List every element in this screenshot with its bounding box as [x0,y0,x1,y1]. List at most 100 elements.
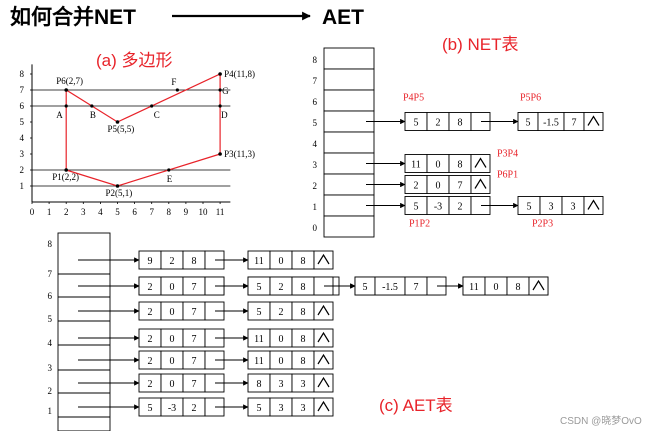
aet-bucket-label: 8 [48,239,53,249]
net-bucket-label: 0 [313,223,318,233]
y-tick-label: 2 [20,165,25,175]
intersection-label: B [90,110,96,120]
vertex-label: P3(11,3) [224,149,255,159]
node-value: 3 [571,202,576,213]
caption-a: (a) 多边形 [96,51,173,70]
intersection-dot [64,104,68,108]
heading-right: AET [322,6,364,29]
node-value: 8 [301,282,306,293]
node-value: 8 [192,256,197,267]
edge-label: P4P5 [403,93,424,104]
intersection-label: A [56,110,63,120]
watermark: CSDN @晓梦OvO [560,415,642,427]
node-value: 2 [279,282,284,293]
node-pointer-cell [313,397,334,417]
node-pointer-cell [313,250,334,270]
x-tick-label: 8 [167,207,172,217]
node-value: 2 [414,181,419,192]
edge-label: P5P6 [520,93,541,104]
node-value: 2 [148,307,153,318]
null-pointer-icon [474,178,487,189]
vertex-dot [218,72,222,76]
node-pointer-cell [528,276,549,296]
node-value: 3 [549,202,554,213]
node-value: 7 [572,118,577,129]
null-pointer-icon [317,253,330,265]
node-value: 11 [411,160,421,171]
node-value: 2 [170,256,175,267]
x-tick-label: 9 [184,207,189,217]
node-value: 5 [363,282,368,293]
node-pointer-cell [470,175,491,194]
intersection-label: D [221,110,228,120]
net-bucket-label: 1 [313,202,318,212]
x-tick-label: 10 [199,207,209,217]
y-tick-label: 1 [20,181,25,191]
intersection-dot [167,168,171,172]
y-tick-label: 3 [20,149,25,159]
node-value: 2 [458,202,463,213]
node-value: 0 [170,282,175,293]
node-value: 8 [516,282,521,293]
node-value: 0 [279,334,284,345]
vertex-label: P5(5,5) [108,124,135,134]
x-tick-label: 7 [149,207,154,217]
aet-table: 8765432192811082073-1.5772811082075285-1… [48,232,549,431]
null-pointer-icon [587,115,600,126]
node-value: 2 [148,356,153,367]
node-pointer-cell [313,350,334,370]
node-value: 2 [148,379,153,390]
x-tick-label: 1 [47,207,52,217]
vertex-dot [115,184,120,188]
y-tick-label: 7 [20,85,25,95]
vertex-label: P6(2,7) [56,76,83,86]
list-node: 5 2 8 [247,276,334,296]
edge-label: P3P4 [497,149,518,160]
intersection-dot [218,104,222,108]
intersection-label: C [154,110,160,120]
node-value: 2 [148,282,153,293]
node-value: 5 [257,282,262,293]
node-value: 8 [458,118,463,129]
node-value: 5 [414,118,419,129]
net-bucket [323,68,375,91]
aet-bucket-label: 2 [48,386,53,396]
node-value: 8 [301,334,306,345]
node-value: 11 [254,256,264,267]
net-bucket [323,131,375,154]
node-pointer-cell [583,196,604,215]
node-value: 8 [301,256,306,267]
node-value: 0 [170,379,175,390]
null-pointer-icon [317,304,330,316]
node-value: 0 [279,356,284,367]
node-value: 8 [458,160,463,171]
node-value: 7 [414,282,419,293]
net-bucket-label: 2 [313,181,318,191]
node-value: 7 [192,379,197,390]
node-value: 2 [279,307,284,318]
net-bucket-label: 7 [313,76,318,86]
node-value: 2 [192,403,197,414]
node-value: 5 [257,307,262,318]
intersection-label: F [171,77,176,87]
